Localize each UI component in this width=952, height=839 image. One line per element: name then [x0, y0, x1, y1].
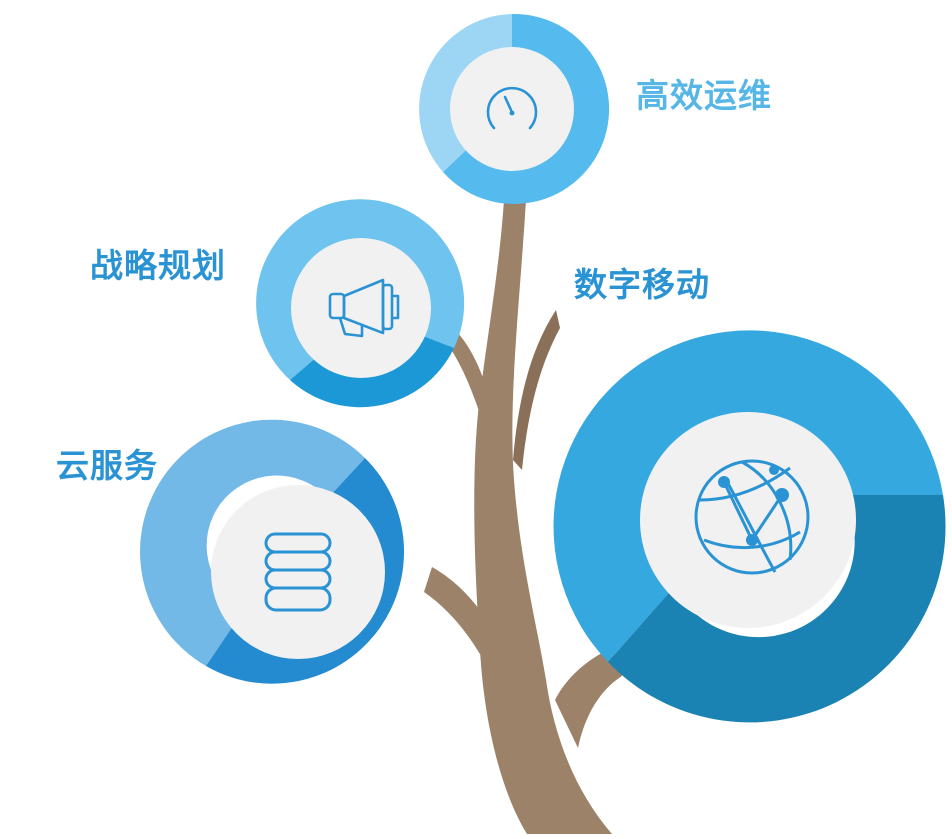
- globe-network-icon: [694, 459, 810, 575]
- main-trunk: [474, 200, 612, 834]
- node-label-efficient-ops: 高效运维: [636, 76, 772, 115]
- node-label-cloud: 云服务: [56, 446, 158, 485]
- branch-to-cloud: [424, 567, 492, 668]
- node-digital-mobile: [553, 330, 946, 723]
- ring-segment-primary: [608, 495, 946, 723]
- right-twig: [513, 310, 560, 470]
- branch-to-strategy: [448, 330, 490, 420]
- node-cloud: [140, 419, 405, 684]
- ring-segment-secondary: [140, 419, 365, 666]
- inner-disc: [211, 485, 385, 659]
- branch-to-digital: [555, 648, 622, 748]
- tree-trunk: [424, 200, 622, 834]
- speedometer-icon: [486, 86, 538, 130]
- node-strategy: [256, 199, 465, 408]
- ring-segment-secondary: [553, 330, 943, 662]
- node-efficient-ops: [419, 13, 610, 204]
- node-label-strategy: 战略规划: [90, 246, 226, 285]
- database-icon: [264, 532, 332, 612]
- megaphone-icon: [328, 278, 400, 338]
- node-label-digital-mobile: 数字移动: [574, 265, 710, 304]
- inner-disc: [291, 238, 431, 378]
- inner-disc: [450, 47, 574, 171]
